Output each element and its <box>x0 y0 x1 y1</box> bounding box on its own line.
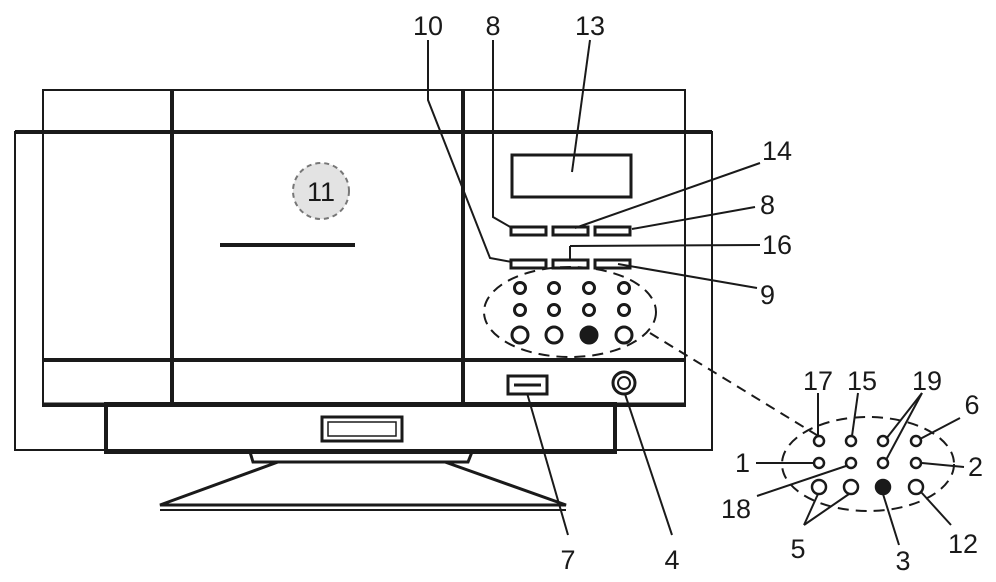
front-ports <box>506 370 637 396</box>
cluster-button-r3c4[interactable] <box>614 325 634 345</box>
leader-5-a <box>803 493 819 526</box>
top-button-left[interactable] <box>509 225 548 237</box>
device-button-cluster <box>483 266 657 358</box>
detail-button-r3c1 <box>810 478 828 496</box>
callout-1: 1 <box>735 448 750 478</box>
headphone-jack-inner <box>617 376 631 390</box>
detail-button-r1c1 <box>812 434 826 448</box>
base-slot-inner <box>327 421 397 437</box>
cluster-button-r1c1[interactable] <box>513 281 527 295</box>
callout-19: 19 <box>912 366 942 396</box>
cluster-button-r2c4[interactable] <box>617 303 631 317</box>
callout-labels: 10 8 13 14 8 16 9 11 7 4 17 15 19 6 1 2 … <box>307 11 983 576</box>
cluster-button-r2c3[interactable] <box>582 303 596 317</box>
detail-button-r1c4 <box>909 434 923 448</box>
leader-lines <box>427 39 965 546</box>
cluster-button-r2c2[interactable] <box>547 303 561 317</box>
callout-4: 4 <box>664 545 679 575</box>
leader-12 <box>920 491 952 526</box>
leader-10 <box>427 40 513 263</box>
callout-3: 3 <box>895 546 910 576</box>
callout-10: 10 <box>413 11 443 41</box>
device-body <box>14 89 713 451</box>
callout-5: 5 <box>790 534 805 564</box>
callout-8-right: 8 <box>760 190 775 220</box>
cluster-button-r1c2[interactable] <box>547 281 561 295</box>
cluster-button-r1c3[interactable] <box>582 281 596 295</box>
top-button-right[interactable] <box>593 225 632 237</box>
leader-3 <box>882 493 900 546</box>
leader-19-a <box>885 392 923 440</box>
callout-11-highlight <box>292 162 350 220</box>
zoom-connector-line <box>649 332 821 438</box>
callout-2: 2 <box>968 452 983 482</box>
callout-6: 6 <box>964 390 979 420</box>
base-plinth <box>104 402 617 454</box>
leader-16 <box>569 244 761 247</box>
detail-button-r2c1 <box>812 456 826 470</box>
callout-14: 14 <box>762 136 792 166</box>
callout-11: 11 <box>307 177 335 207</box>
leader-5-b <box>803 493 850 526</box>
headphone-jack[interactable] <box>611 370 637 396</box>
leader-9 <box>617 263 758 289</box>
top-button-row <box>509 225 632 237</box>
callout-9: 9 <box>760 280 775 310</box>
callout-17: 17 <box>803 366 833 396</box>
callout-7: 7 <box>560 545 575 575</box>
top-button-middle[interactable] <box>551 225 590 237</box>
detail-button-r2c3 <box>876 456 890 470</box>
leader-4 <box>624 393 673 536</box>
detail-button-r3c4 <box>907 478 925 496</box>
button-cluster-outline <box>483 266 657 358</box>
base-slot <box>320 415 404 443</box>
cluster-button-r3c3[interactable] <box>579 325 599 345</box>
cluster-button-r3c1[interactable] <box>510 325 530 345</box>
detail-button-r1c3 <box>876 434 890 448</box>
leader-2 <box>921 462 965 468</box>
stand-neck <box>248 451 474 464</box>
leader-8-right <box>631 206 756 230</box>
callout-18: 18 <box>721 494 751 524</box>
lcd-display <box>510 153 633 199</box>
callout-15: 15 <box>847 366 877 396</box>
cluster-button-r2c1[interactable] <box>513 303 527 317</box>
leader-18 <box>756 465 847 497</box>
leader-15 <box>851 392 859 437</box>
leader-7 <box>526 392 569 536</box>
detail-button-r3c2 <box>842 478 860 496</box>
cluster-button-r3c2[interactable] <box>544 325 564 345</box>
leader-14 <box>574 162 761 229</box>
callout-13: 13 <box>575 11 605 41</box>
leader-8-top <box>492 40 513 229</box>
stand-plate <box>159 460 567 507</box>
cluster-button-r1c4[interactable] <box>617 281 631 295</box>
leader-13 <box>571 39 591 173</box>
second-button-right[interactable] <box>593 258 632 270</box>
callout-16: 16 <box>762 230 792 260</box>
detail-cluster-outline <box>781 416 955 512</box>
device-base <box>104 402 617 511</box>
detail-button-cluster <box>649 332 955 512</box>
detail-button-r2c2 <box>844 456 858 470</box>
callout-8-top: 8 <box>485 11 500 41</box>
callout-12: 12 <box>948 529 978 559</box>
detail-button-r2c4 <box>909 456 923 470</box>
second-button-left[interactable] <box>509 258 548 270</box>
leader-19-b <box>885 392 923 461</box>
detail-button-r3c3 <box>874 478 892 496</box>
leader-6 <box>919 417 961 440</box>
detail-button-r1c2 <box>844 434 858 448</box>
